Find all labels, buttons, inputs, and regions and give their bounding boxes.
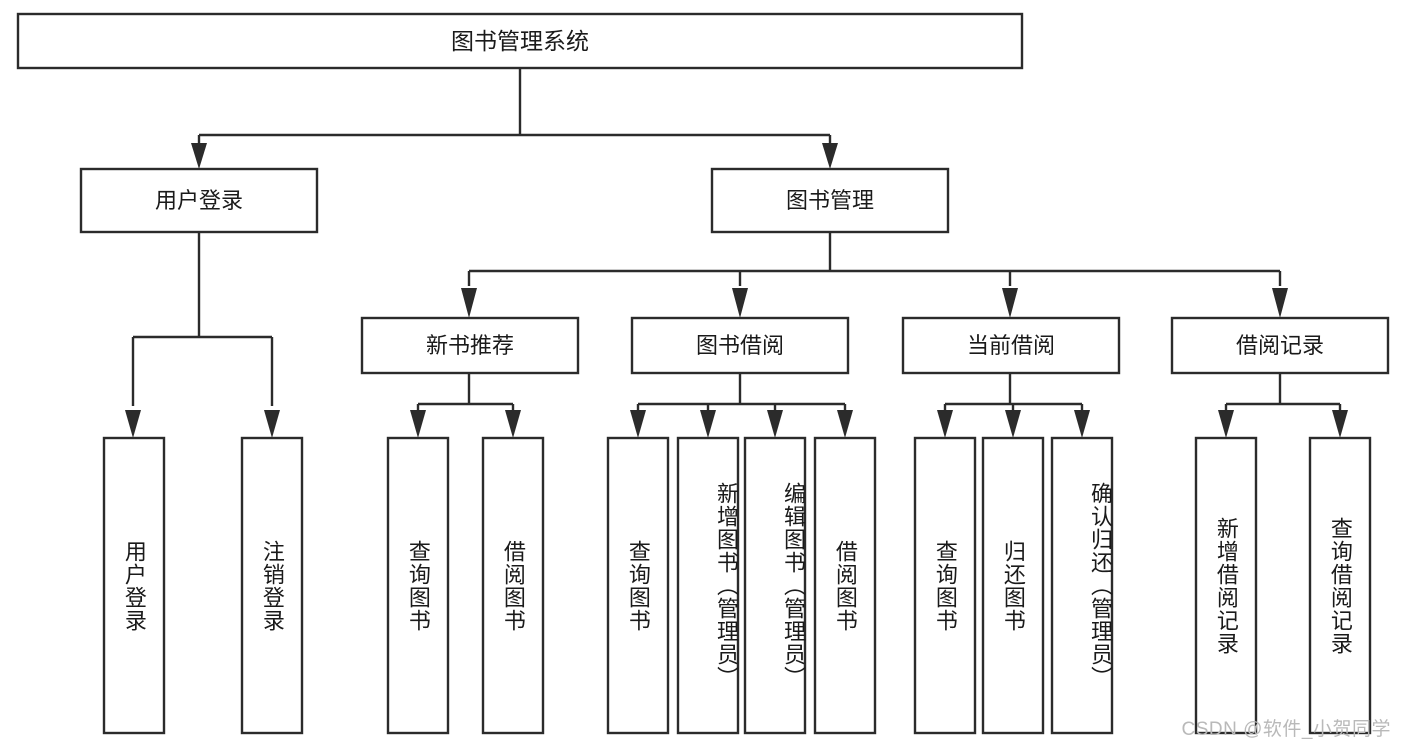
node-new-book-recommend[interactable]: 新书推荐 bbox=[360, 316, 580, 375]
node-book-manage[interactable]: 图书管理 bbox=[710, 167, 950, 234]
leaf-borrow-book-1-box[interactable] bbox=[481, 436, 545, 735]
leaf-confirm-return-box[interactable] bbox=[1050, 436, 1114, 735]
connector-user-login-to-leaves bbox=[125, 232, 280, 438]
node-book-borrow-label: 图书借阅 bbox=[696, 333, 784, 358]
leaf-user-login-box[interactable] bbox=[102, 436, 166, 735]
connector-borrow-record-to-leaves bbox=[1218, 373, 1348, 438]
node-borrow-record-label: 借阅记录 bbox=[1236, 333, 1324, 358]
leaf-boxes bbox=[102, 436, 1372, 735]
connector-root-to-level2 bbox=[191, 68, 838, 169]
connector-book-borrow-to-leaves bbox=[630, 373, 853, 438]
node-user-login[interactable]: 用户登录 bbox=[79, 167, 319, 234]
connector-current-borrow-to-leaves bbox=[937, 373, 1090, 438]
leaf-add-record-box[interactable] bbox=[1194, 436, 1258, 735]
node-current-borrow-label: 当前借阅 bbox=[967, 333, 1055, 358]
leaf-edit-book-box[interactable] bbox=[743, 436, 807, 735]
node-root-label: 图书管理系统 bbox=[451, 28, 589, 54]
node-user-login-label: 用户登录 bbox=[155, 188, 243, 213]
leaf-query-book-1-box[interactable] bbox=[386, 436, 450, 735]
leaf-query-record-box[interactable] bbox=[1308, 436, 1372, 735]
leaf-logout-login-box[interactable] bbox=[240, 436, 304, 735]
node-borrow-record[interactable]: 借阅记录 bbox=[1170, 316, 1390, 375]
node-new-book-recommend-label: 新书推荐 bbox=[426, 333, 514, 358]
leaf-borrow-book-2-box[interactable] bbox=[813, 436, 877, 735]
connector-book-manage-to-level3 bbox=[461, 232, 1288, 318]
node-current-borrow[interactable]: 当前借阅 bbox=[901, 316, 1121, 375]
node-book-borrow[interactable]: 图书借阅 bbox=[630, 316, 850, 375]
node-book-manage-label: 图书管理 bbox=[786, 188, 874, 213]
connector-new-book-recommend-to-leaves bbox=[410, 373, 521, 438]
leaf-add-book-box[interactable] bbox=[676, 436, 740, 735]
leaf-query-book-2-box[interactable] bbox=[606, 436, 670, 735]
leaf-query-book-3-box[interactable] bbox=[913, 436, 977, 735]
leaf-return-book-box[interactable] bbox=[981, 436, 1045, 735]
node-root[interactable]: 图书管理系统 bbox=[16, 12, 1024, 70]
